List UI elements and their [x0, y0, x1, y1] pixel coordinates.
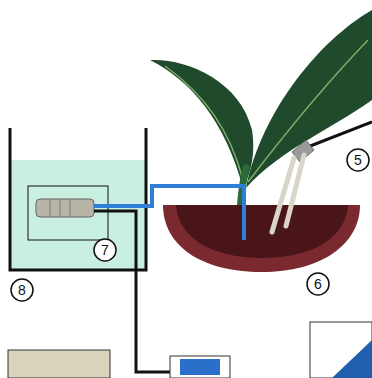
callout-number: 6 — [308, 276, 328, 292]
display-module — [170, 356, 230, 378]
tank-water — [10, 160, 146, 270]
power-module — [8, 350, 110, 378]
callout-circle — [94, 239, 116, 261]
right-leaf — [246, 10, 372, 188]
leaf-vein — [165, 66, 243, 180]
left-leaf — [150, 60, 253, 188]
display-screen — [180, 359, 220, 375]
callout-circle — [307, 273, 329, 295]
tank-wall — [10, 128, 146, 270]
sensor-prong — [272, 158, 294, 232]
pot-soil — [176, 205, 348, 258]
callout-number: 7 — [95, 242, 115, 258]
pump-ridges — [50, 199, 70, 217]
callout-number: 8 — [12, 282, 32, 298]
pump-frame — [28, 186, 108, 240]
pot — [163, 205, 360, 272]
pump-wire — [94, 211, 172, 372]
controller-box — [310, 322, 372, 378]
controller-board — [332, 340, 372, 378]
leaf-vein — [248, 40, 368, 182]
water-pump — [36, 199, 94, 217]
sensor-prong — [286, 155, 304, 226]
callout-circle — [11, 279, 33, 301]
water-pipe — [94, 186, 244, 240]
callout-circle — [347, 149, 369, 171]
callout-number: 5 — [348, 152, 368, 168]
